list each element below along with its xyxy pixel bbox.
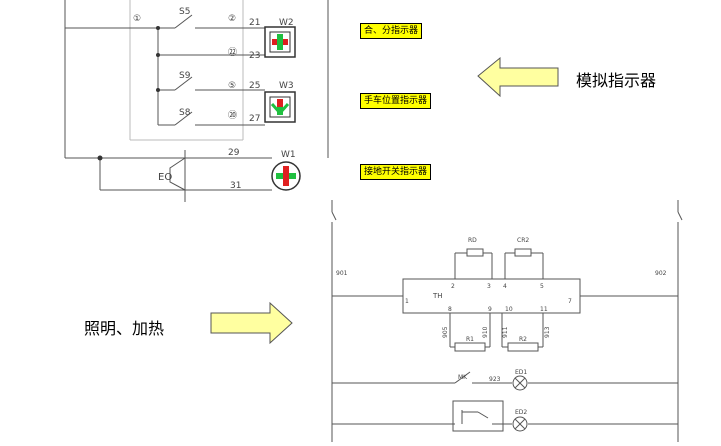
door-switch-box xyxy=(452,400,504,432)
label-simulated-indicator: 模拟指示器 xyxy=(576,71,657,90)
pin-9: 9 xyxy=(488,306,492,313)
switch-s5-blade xyxy=(174,14,193,29)
wire-tag-905: 905 xyxy=(442,326,449,338)
indicator-w2 xyxy=(264,26,296,58)
indicator-w1-label: W1 xyxy=(281,150,296,160)
switch-mk xyxy=(454,371,471,384)
switch-s8-label: S8 xyxy=(179,108,191,118)
pin-8: 8 xyxy=(448,306,452,313)
terminal-22: ㉒ xyxy=(228,47,237,58)
eo-contact xyxy=(169,157,186,191)
wire-25: 25 xyxy=(249,81,260,91)
indicator-w3 xyxy=(264,91,296,123)
simulated-arrow xyxy=(477,56,559,98)
label-merge-split: 合、分指示器 xyxy=(360,23,423,39)
resistor-rd: RD xyxy=(468,237,477,244)
pin-10: 10 xyxy=(505,306,513,313)
wire-tag-911: 911 xyxy=(502,326,509,338)
lighting-arrow xyxy=(210,301,293,345)
wire-901: 901 xyxy=(336,270,348,277)
resistor-r2: R2 xyxy=(519,336,527,343)
indicator-w3-label: W3 xyxy=(279,81,294,91)
pin-11: 11 xyxy=(540,306,548,313)
terminal-20: ⑳ xyxy=(228,110,237,121)
pin-7: 7 xyxy=(568,298,572,305)
wire-902: 902 xyxy=(655,270,667,277)
lamp-ed1: ED1 xyxy=(515,369,527,376)
lamp-ed2: ED2 xyxy=(515,409,527,416)
device-th: TH xyxy=(432,292,443,300)
pin-1: 1 xyxy=(405,298,409,305)
terminal-2: ② xyxy=(228,14,236,24)
wire-tag-913: 913 xyxy=(544,326,551,338)
indicator-w1 xyxy=(271,161,301,191)
resistor-cr2: CR2 xyxy=(517,237,529,244)
terminal-5: ⑤ xyxy=(228,81,236,91)
pin-4: 4 xyxy=(503,283,507,290)
eo-label: EO xyxy=(158,172,172,183)
wire-31: 31 xyxy=(230,181,241,191)
switch-s9-blade xyxy=(174,76,193,91)
label-cart-position: 手车位置指示器 xyxy=(360,93,432,109)
pin-5: 5 xyxy=(540,283,544,290)
switch-s5-label: S5 xyxy=(179,7,190,17)
label-lighting-heating: 照明、加热 xyxy=(84,319,165,338)
terminal-1: ① xyxy=(133,14,141,24)
wire-27: 27 xyxy=(249,114,260,124)
wire-29: 29 xyxy=(228,148,240,158)
switch-mk-label: MK xyxy=(458,374,468,381)
wire-tag-910: 910 xyxy=(482,326,489,338)
wire-923: 923 xyxy=(489,376,501,383)
label-earth-switch: 接地开关指示器 xyxy=(360,164,432,180)
pin-2: 2 xyxy=(451,283,455,290)
pin-3: 3 xyxy=(487,283,491,290)
switch-s8-blade xyxy=(174,111,193,126)
indicator-w2-label: W2 xyxy=(279,18,294,28)
resistor-r1: R1 xyxy=(466,336,474,343)
wire-21: 21 xyxy=(249,18,260,28)
switch-s9-label: S9 xyxy=(179,71,191,81)
wire-23: 23 xyxy=(249,51,260,61)
